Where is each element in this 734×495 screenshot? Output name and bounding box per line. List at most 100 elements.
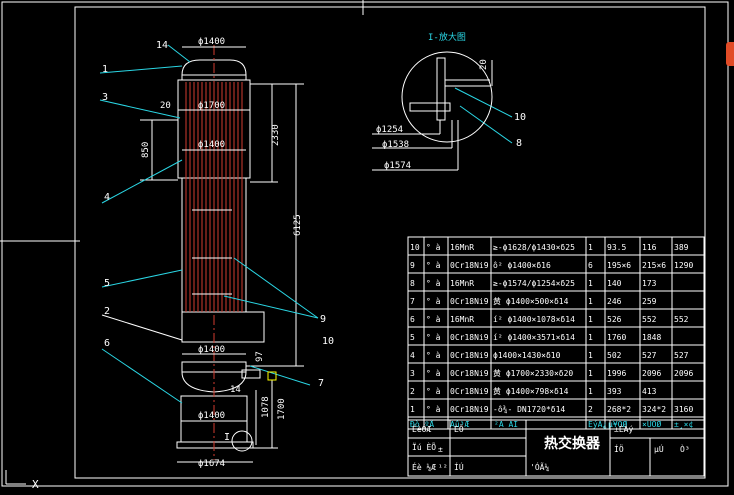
detail-title: I-放大图: [428, 31, 466, 43]
bom-cell-no: 4: [410, 351, 415, 360]
bom-header-cell: Ãû³Æ: [450, 419, 469, 429]
detail-ring3: ϕ1574: [384, 161, 411, 171]
bom-cell-sym: ° à: [426, 333, 441, 342]
bom-cell-name: -ô¾- DN1720*δ14: [493, 404, 565, 414]
detail-ring1: ϕ1254: [376, 125, 403, 135]
bom-cell-qty: 1: [588, 279, 593, 288]
dim-20: 20: [160, 101, 171, 111]
bom-cell-no: 3: [410, 369, 415, 378]
bom-cell-mat: 0Cr18Ni9: [450, 369, 489, 378]
dim-6125: 6125: [293, 214, 303, 236]
part-label-6: 6: [104, 338, 110, 349]
bom-cell-mat: 16MnR: [450, 243, 474, 252]
bom-cell-qty: 1: [588, 333, 593, 342]
bom-cell-w1: 526: [607, 315, 622, 324]
dim-base-dia: ϕ1400: [198, 411, 225, 421]
bom-cell-sym: ° à: [426, 279, 441, 288]
part-labels: 1 3 4 5 6 2 9 10 7 14: [102, 40, 334, 389]
bom-cell-w2: 552: [642, 315, 657, 324]
bom-cell-sym: ° à: [426, 261, 441, 270]
bom-cell-w2: 413: [642, 387, 657, 396]
detail-dim-20: 20: [479, 59, 489, 70]
bom-cell-qty: 6: [588, 261, 593, 270]
bom-cell-sym: ° à: [426, 405, 441, 414]
detail-label-8: 8: [516, 138, 522, 149]
bom-cell-w2: 173: [642, 279, 657, 288]
bom-header-cell: Đò ºÅ: [410, 418, 434, 429]
dim-inner-dia: ϕ1400: [198, 140, 225, 150]
bom-cell-w1: 1760: [607, 333, 626, 342]
bom-cell-qty: 1: [588, 387, 593, 396]
bom-cell-sym: ° à: [426, 315, 441, 324]
bom-cell-qty: 1: [588, 243, 593, 252]
bom-header-cell: ÊýÁ¿: [588, 418, 607, 429]
bom-cell-w1: 268*2: [607, 405, 631, 414]
bom-cell-w3: 389: [674, 243, 689, 252]
tb-c5: ÍÚ: [454, 461, 464, 472]
bom-cell-no: 8: [410, 279, 415, 288]
part-label-2: 2: [104, 306, 110, 317]
bom-cell-sym: ° à: [426, 351, 441, 360]
drawing-title: 热交换器: [544, 435, 601, 452]
bom-cell-no: 6: [410, 315, 415, 324]
part-label-9: 9: [320, 314, 326, 325]
tb-c1: ÉèÓÆ: [412, 423, 431, 434]
part-label-1: 1: [102, 64, 108, 75]
dim-lower-dia: ϕ1400: [198, 345, 225, 355]
dim-mid-dia: ϕ1700: [198, 101, 225, 111]
part-label-14: 14: [156, 40, 168, 51]
detail-label-10: 10: [514, 112, 526, 123]
part-label-7: 7: [318, 378, 324, 389]
bom-cell-w2: 259: [642, 297, 657, 306]
bom-cell-no: 7: [410, 297, 415, 306]
bom-cell-w3: 1290: [674, 261, 693, 270]
bom-cell-mat: 0Cr18Ni9: [450, 351, 489, 360]
bom-cell-name: í² ϕ1400×3571×δ14: [493, 333, 575, 342]
tb-c7: ÍÖ: [614, 443, 624, 454]
part-label-5: 5: [104, 278, 110, 289]
bom-cell-no: 9: [410, 261, 415, 270]
dim-1078: 1078: [261, 396, 271, 418]
baffles: [192, 209, 232, 295]
dim-1700: 1700: [277, 398, 287, 420]
dim-14: 14: [230, 385, 241, 395]
bom-cell-name: í² ϕ1400×1078×δ14: [493, 315, 575, 324]
bom-cell-w3: 552: [674, 315, 689, 324]
bom-cell-mat: 0Cr18Ni9: [450, 387, 489, 396]
tb-c4: Éè ¼Æ: [412, 461, 436, 472]
bom-cell-mat: 0Cr18Ni9: [450, 405, 489, 414]
dim-2330: 2330: [271, 124, 281, 146]
bom-header-cell: ²Ä ÁÏ: [494, 418, 518, 429]
dim-foot-dia: ϕ1674: [198, 459, 225, 469]
side-tab[interactable]: [726, 42, 734, 66]
part-label-4: 4: [104, 192, 110, 203]
dimension-lines: [140, 46, 304, 463]
bom-cell-mat: 16MnR: [450, 315, 474, 324]
tb-c9: Ò³: [680, 443, 690, 454]
tb-c10: ¹²: [438, 463, 448, 472]
dim-97: 97: [255, 351, 265, 362]
bom-cell-mat: 0Cr18Ni9: [450, 261, 489, 270]
bom-cell-w1: 1996: [607, 369, 626, 378]
leader-lines: [99, 44, 513, 404]
detail-view-I: I-放大图 20 ϕ1254 ϕ1538 ϕ1574 10 8: [372, 31, 526, 171]
tb-c6: ±ÈÀý: [614, 423, 633, 434]
bom-cell-w3: 3160: [674, 405, 693, 414]
bom-cell-mat: 16MnR: [450, 279, 474, 288]
bom-cell-w2: 2096: [642, 369, 661, 378]
bom-cell-qty: 2: [588, 405, 593, 414]
bom-cell-name: ô² ϕ1400×δ16: [493, 260, 551, 270]
bom-cell-w2: 527: [642, 351, 657, 360]
bom-cell-no: 5: [410, 333, 415, 342]
bom-cell-w1: 502: [607, 351, 622, 360]
bom-cell-no: 1: [410, 405, 415, 414]
tb-c11: ±: [438, 445, 443, 454]
bom-cell-w3: 2096: [674, 369, 693, 378]
title-block-text: 热交换器 ÉèÓÆ ÈÕ Ïú ÈÕ Éè ¼Æ ÍÚ ±ÈÀý ÍÖ µÚ Ò…: [412, 423, 690, 472]
bom-cell-w1: 140: [607, 279, 622, 288]
bom-cell-sym: ° à: [426, 297, 441, 306]
bom-cell-no: 2: [410, 387, 415, 396]
bom-cell-name: ϕ1400×1430×δ10: [493, 351, 561, 360]
